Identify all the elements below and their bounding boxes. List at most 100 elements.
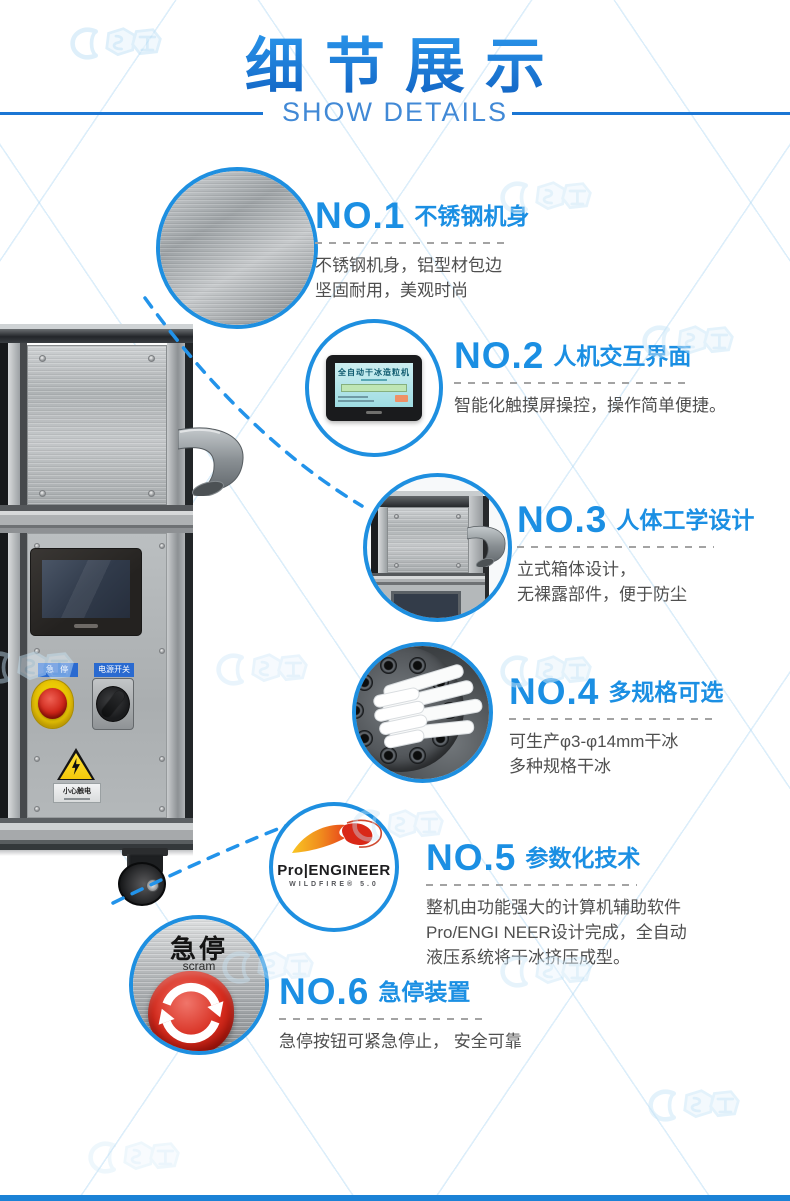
screw [39,355,46,362]
warning-label-plate: 小心触电 [53,783,101,803]
screw [159,543,165,549]
lightning-bolt-icon [72,758,80,775]
desc-line: 多种规格干冰 [509,757,611,776]
feature-2-heading: NO.2 人机交互界面 [454,337,726,374]
screw [159,756,165,762]
desc-line: Pro/ENGI NEER设计完成，全自动 [426,923,687,942]
feature-1-number: NO.1 [315,195,406,236]
machine-top-cap [0,324,193,329]
die-hole [409,657,426,674]
feature-block-1: NO.1 不锈钢机身 不锈钢机身，铝型材包边 坚固耐用，美观时尚 [315,197,529,303]
estop-label-plate: 急 停 [38,663,78,677]
proe-logo-text: Pro|ENGINEER [277,862,391,879]
estop-button [38,688,67,719]
machine-mid-rail [0,505,193,533]
hmi-brand-mark [366,411,382,414]
screw [394,563,399,568]
feature-block-5: NO.5 参数化技术 整机由功能强大的计算机辅助软件 Pro/ENGI NEER… [426,839,687,970]
machine-upper-panel [27,345,167,505]
screw [34,806,40,812]
die-hole [409,747,426,764]
machine-top-rail [0,329,193,343]
estop-circle-sublabel: scram [182,959,216,973]
page-title: 细节展示 [0,18,790,105]
exhaust-pipe [178,427,244,496]
feature-3-heading: NO.3 人体工学设计 [517,501,754,538]
machine-left-slot [20,343,27,818]
desc-line: 坚固耐用，美观时尚 [315,281,468,300]
screw [148,490,155,497]
feature-3-title: 人体工学设计 [616,507,755,533]
screw [456,514,461,519]
hmi-orange-button [395,395,408,402]
feature-block-3: NO.3 人体工学设计 立式箱体设计， 无裸露部件，便于防尘 [517,501,754,607]
watermark-logo [646,1084,742,1127]
power-switch-knob [96,686,130,722]
feature-1-description: 不锈钢机身，铝型材包边 坚固耐用，美观时尚 [315,253,529,303]
header-line-right [512,112,790,115]
die-hole [356,674,373,691]
detail-circle-proe: Pro|ENGINEER WILDFIRE® 5.0 [269,802,399,932]
detail-circle-dry-ice [352,642,493,783]
feature-4-title: 多规格可选 [608,679,724,705]
dashed-divider [279,1018,486,1020]
machine-shadow [0,850,193,856]
screw [39,490,46,497]
die-hole [356,730,373,747]
hmi-text-line [338,400,374,402]
desc-line: 可生产φ3-φ14mm干冰 [509,732,679,751]
page-subtitle: SHOW DETAILS [281,97,509,127]
mini-top-rail [371,496,483,507]
feature-3-number: NO.3 [517,499,608,540]
hmi-screen-subline [361,379,387,381]
detail-circle-hmi: 全自动干冰造粒机 [305,319,443,457]
dashed-divider [426,884,637,886]
touchscreen-brand-mark [74,624,98,628]
desc-line: 液压系统将干冰挤压成型。 [426,948,630,967]
caster-hub [146,879,159,892]
feature-block-2: NO.2 人机交互界面 智能化触摸屏操控，操作简单便捷。 [454,337,726,418]
screw [34,756,40,762]
screw [159,648,165,654]
mini-left-edge [371,507,378,607]
rotate-arrows-icon [158,982,224,1044]
feature-block-6: NO.6 急停装置 急停按钮可紧急停止， 安全可靠 [279,973,522,1054]
feature-4-number: NO.4 [509,671,600,712]
dashed-divider [315,242,511,244]
screw [456,563,461,568]
desc-line: 智能化触摸屏操控，操作简单便捷。 [454,396,726,415]
feature-2-number: NO.2 [454,335,545,376]
machine-left-edge [0,343,8,818]
feature-5-number: NO.5 [426,837,517,878]
screw [394,514,399,519]
dashed-divider [454,382,686,384]
feature-6-heading: NO.6 急停装置 [279,973,522,1010]
screw [148,355,155,362]
mini-left-profile [378,507,387,607]
mini-steel-panel [387,507,469,573]
detail-circle-cabinet [363,473,512,622]
dashed-divider [517,546,714,548]
hmi-text-line [338,396,368,398]
power-label-plate: 电源开关 [94,663,134,677]
watermark-logo [214,648,310,691]
feature-3-description: 立式箱体设计， 无裸露部件，便于防尘 [517,557,754,607]
mini-mid-rail [371,573,485,585]
hmi-screen-title: 全自动干冰造粒机 [338,368,410,377]
feature-6-title: 急停装置 [378,979,471,1005]
mini-exhaust-pipe [467,525,506,567]
warning-label-text: 小心触电 [63,788,91,795]
machine-bottom-rail [0,818,193,850]
dashed-divider [509,718,716,720]
screw [34,648,40,654]
feature-4-description: 可生产φ3-φ14mm干冰 多种规格干冰 [509,729,723,779]
machine-right-edge [185,343,193,818]
proe-flame-logo [292,819,382,853]
desc-line: 不锈钢机身，铝型材包边 [315,256,502,275]
detail-circle-stainless [156,167,318,329]
feature-5-title: 参数化技术 [525,845,641,871]
desc-line: 无裸露部件，便于防尘 [517,585,687,604]
watermark-logo [86,1136,182,1179]
feature-block-4: NO.4 多规格可选 可生产φ3-φ14mm干冰 多种规格干冰 [509,673,723,779]
